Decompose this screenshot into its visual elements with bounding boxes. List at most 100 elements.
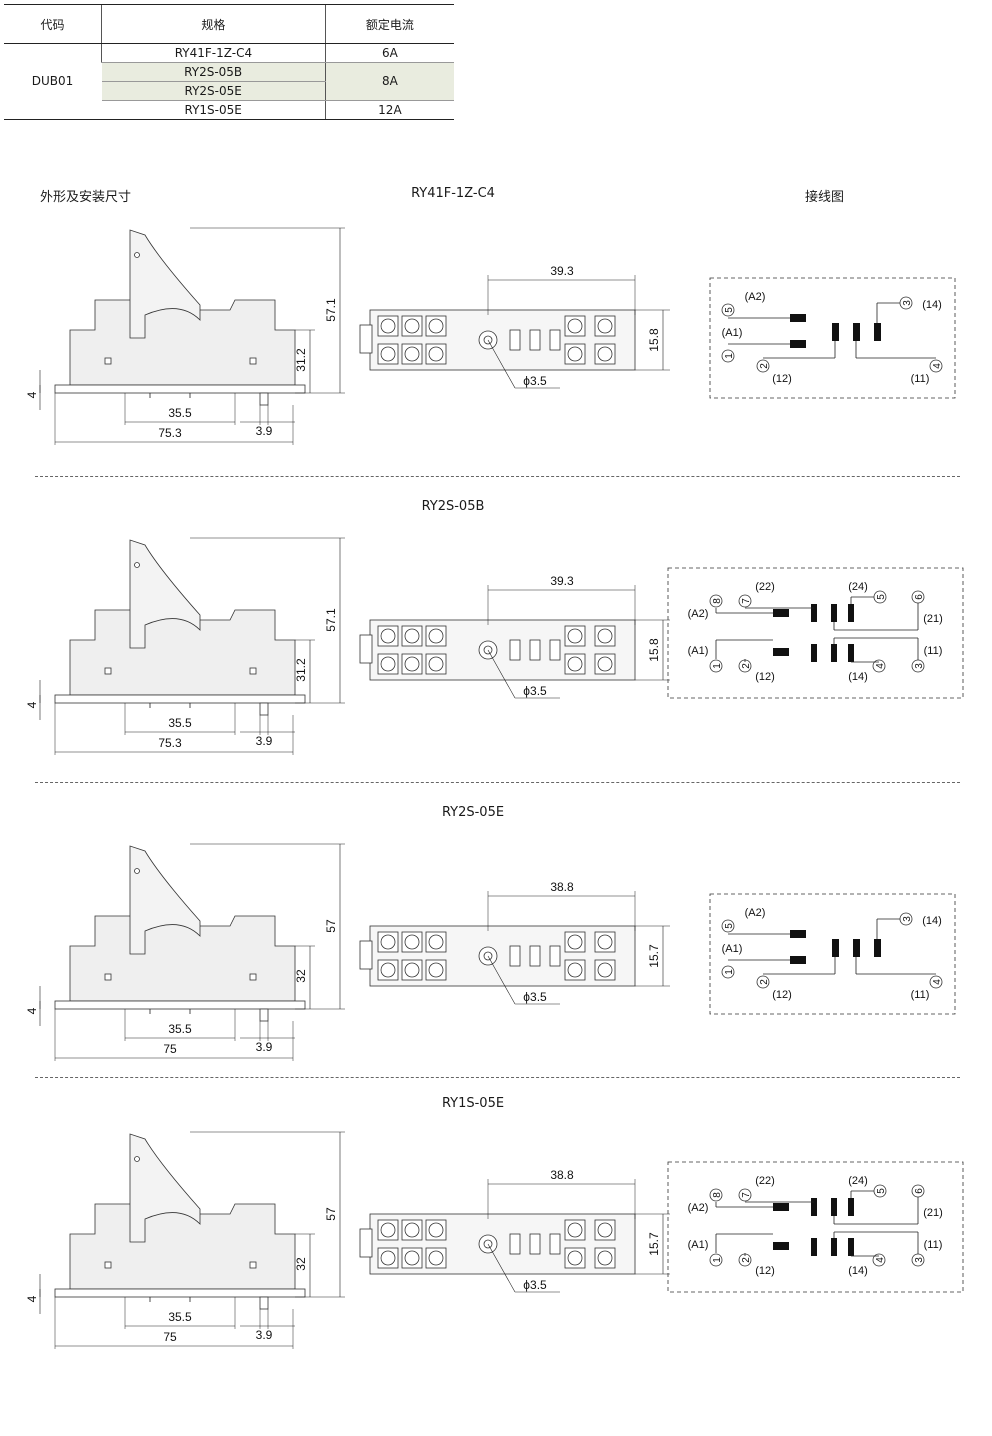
- terminal-screw: [567, 1222, 583, 1238]
- socket-body: [69, 299, 296, 386]
- terminal-screw: [380, 962, 396, 978]
- terminal-screw: [404, 318, 420, 334]
- dim-label-foot: 4: [25, 1295, 39, 1302]
- terminal-screw: [380, 1222, 396, 1238]
- wire-label: (14): [922, 915, 942, 927]
- current-cell: 6A: [324, 43, 454, 63]
- din-rail-foot: [54, 694, 306, 704]
- rail-latch: [359, 634, 373, 664]
- terminal-screw: [380, 346, 396, 362]
- section-title: RY41F-1Z-C4: [411, 186, 495, 201]
- pin-circle: [929, 975, 943, 989]
- terminal-screw: [567, 934, 583, 950]
- contact-bar: [848, 1198, 854, 1216]
- mount-slot: [104, 357, 112, 365]
- rail-latch: [359, 940, 373, 970]
- section-title: RY2S-05B: [421, 499, 485, 514]
- wire-label: (21): [923, 613, 943, 625]
- din-rail-foot: [54, 1288, 306, 1298]
- dim-label-pin: 3.9: [256, 734, 273, 748]
- dim-label-length: 39.3: [550, 574, 574, 588]
- table-header: 额定电流: [324, 4, 454, 44]
- wiring-diagram-label: 接线图: [805, 190, 845, 205]
- socket-body: [69, 609, 296, 696]
- dim-label-height: 57.1: [324, 608, 338, 632]
- pin-number: 1: [712, 663, 723, 669]
- section-divider: [35, 476, 960, 477]
- wire-label: (12): [755, 671, 775, 683]
- model-cell: RY1S-05E: [101, 100, 326, 120]
- section-title: RY1S-05E: [441, 1096, 505, 1111]
- contact-bar: [853, 323, 860, 341]
- wiring-box: [709, 277, 956, 399]
- contact-bar: [811, 604, 817, 622]
- pin-circle: [721, 965, 735, 979]
- model-cell: RY2S-05E: [101, 81, 326, 101]
- section-divider: [35, 782, 960, 783]
- wire-label: (21): [923, 1207, 943, 1219]
- pin-circle: [756, 975, 770, 989]
- dim-label-span: 35.5: [168, 406, 192, 420]
- terminal-screw: [597, 1250, 613, 1266]
- socket-body: [69, 915, 296, 1002]
- dim-label-mid: 32: [294, 969, 308, 983]
- pin-number: 6: [914, 594, 925, 600]
- retaining-clip: [129, 539, 201, 649]
- pin-number: 2: [759, 363, 770, 369]
- terminal-screw: [597, 656, 613, 672]
- contact-bar: [831, 604, 837, 622]
- terminal-screw: [567, 656, 583, 672]
- mount-slot: [104, 973, 112, 981]
- dim-label-hole: ϕ3.5: [523, 1278, 547, 1292]
- dim-label-length: 39.3: [550, 264, 574, 278]
- mount-slot: [249, 357, 257, 365]
- pin-slot: [509, 329, 521, 351]
- terminal-pin: [259, 1296, 269, 1310]
- pin-circle: [721, 349, 735, 363]
- dim-label-width: 75.3: [158, 736, 182, 750]
- leader-line: [487, 339, 516, 389]
- model-cell: RY2S-05B: [101, 62, 326, 82]
- clip-hole: [134, 562, 140, 568]
- pin-slot: [529, 639, 541, 661]
- wire-label: (A2): [745, 291, 766, 303]
- contact-bar: [811, 644, 817, 662]
- current-cell: 12A: [324, 100, 454, 120]
- current-cell: 8A: [324, 62, 454, 101]
- pin-circle: [709, 594, 723, 608]
- wire-label: (22): [755, 1175, 775, 1187]
- pin-number: 5: [724, 307, 735, 313]
- model-cell: RY41F-1Z-C4: [101, 43, 326, 63]
- pin-circle: [709, 1188, 723, 1202]
- retaining-clip: [129, 845, 201, 955]
- coil-bar: [790, 340, 806, 348]
- wire-label: (24): [848, 1175, 868, 1187]
- dim-label-depth: 15.8: [647, 328, 661, 352]
- pin-number: 2: [741, 663, 752, 669]
- dim-label-foot: 4: [25, 701, 39, 708]
- leader-line: [487, 1243, 516, 1293]
- pin-number: 3: [902, 300, 913, 306]
- table-header: 规格: [101, 4, 326, 44]
- contact-bar: [848, 1238, 854, 1256]
- wire-label: (12): [755, 1265, 775, 1277]
- terminal-screw: [380, 934, 396, 950]
- terminal-screw: [380, 628, 396, 644]
- pin-number: 8: [712, 1192, 723, 1198]
- pin-circle: [756, 359, 770, 373]
- wire-label: (22): [755, 581, 775, 593]
- section-drawing-ry41f: 57.131.2435.53.975.339.315.8ϕ3.5(A2)(A1)…: [25, 227, 956, 445]
- clip-hole: [134, 252, 140, 258]
- terminal-screw: [404, 962, 420, 978]
- outline-dimensions-label: 外形及安装尺寸: [40, 190, 132, 205]
- pin-number: 2: [759, 979, 770, 985]
- wire-label: (A1): [722, 943, 743, 955]
- dim-label-height: 57: [324, 1207, 338, 1221]
- terminal-pin: [259, 702, 269, 716]
- section-drawing-ry2s-05b: 57.131.2435.53.975.339.315.8ϕ3.5(22)(24)…: [25, 537, 964, 755]
- pin-number: 3: [902, 916, 913, 922]
- pin-circle: [929, 359, 943, 373]
- terminal-screw: [428, 1250, 444, 1266]
- mount-slot: [104, 667, 112, 675]
- pin-number: 3: [914, 663, 925, 669]
